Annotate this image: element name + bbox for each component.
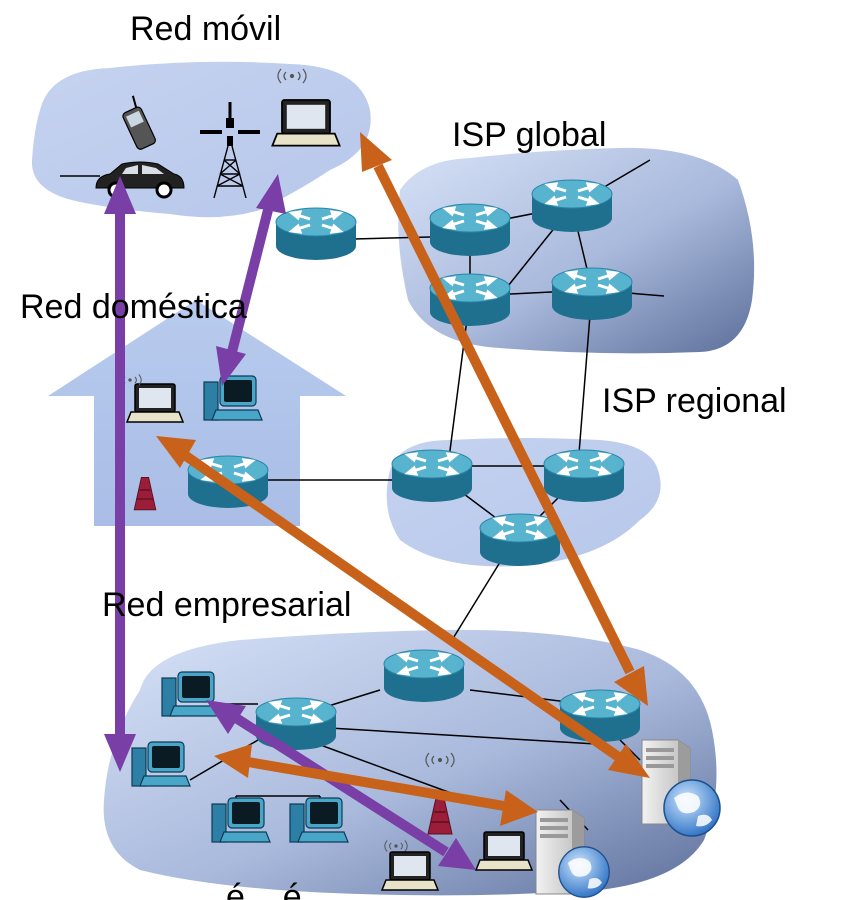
globe-icon bbox=[558, 846, 610, 898]
desktop-pc-icon bbox=[211, 797, 271, 843]
desktop-pc-icon bbox=[161, 671, 221, 717]
bottom-partial-label: é é bbox=[226, 878, 302, 900]
laptop-icon bbox=[475, 831, 533, 871]
desktop-pc-icon bbox=[131, 741, 191, 787]
desktop-pc-icon bbox=[289, 797, 349, 843]
regional-isp-label: ISP regional bbox=[602, 382, 787, 420]
mobile-network-label: Red móvil bbox=[130, 10, 281, 48]
home-network-label: Red doméstica bbox=[20, 288, 247, 326]
globe-icon bbox=[663, 779, 721, 837]
global-isp-label: ISP global bbox=[452, 116, 606, 154]
laptop-icon bbox=[126, 383, 184, 423]
router-icon bbox=[550, 266, 634, 322]
router-icon bbox=[558, 688, 642, 744]
mobile-phone-icon bbox=[122, 95, 156, 150]
router-icon bbox=[382, 648, 466, 704]
laptop-icon bbox=[381, 851, 439, 891]
cell-tower-icon bbox=[200, 102, 260, 199]
communication-arrows bbox=[104, 132, 650, 870]
laptop-icon bbox=[271, 99, 341, 147]
router-icon bbox=[274, 206, 358, 262]
router-icon bbox=[428, 202, 512, 258]
desktop-pc-icon bbox=[203, 375, 263, 421]
mobile-devices bbox=[95, 68, 341, 199]
router-icon bbox=[530, 178, 614, 234]
enterprise-network-label: Red empresarial bbox=[102, 586, 351, 624]
router-icon bbox=[390, 448, 474, 504]
router-icon bbox=[478, 512, 562, 568]
router-icon bbox=[542, 448, 626, 504]
